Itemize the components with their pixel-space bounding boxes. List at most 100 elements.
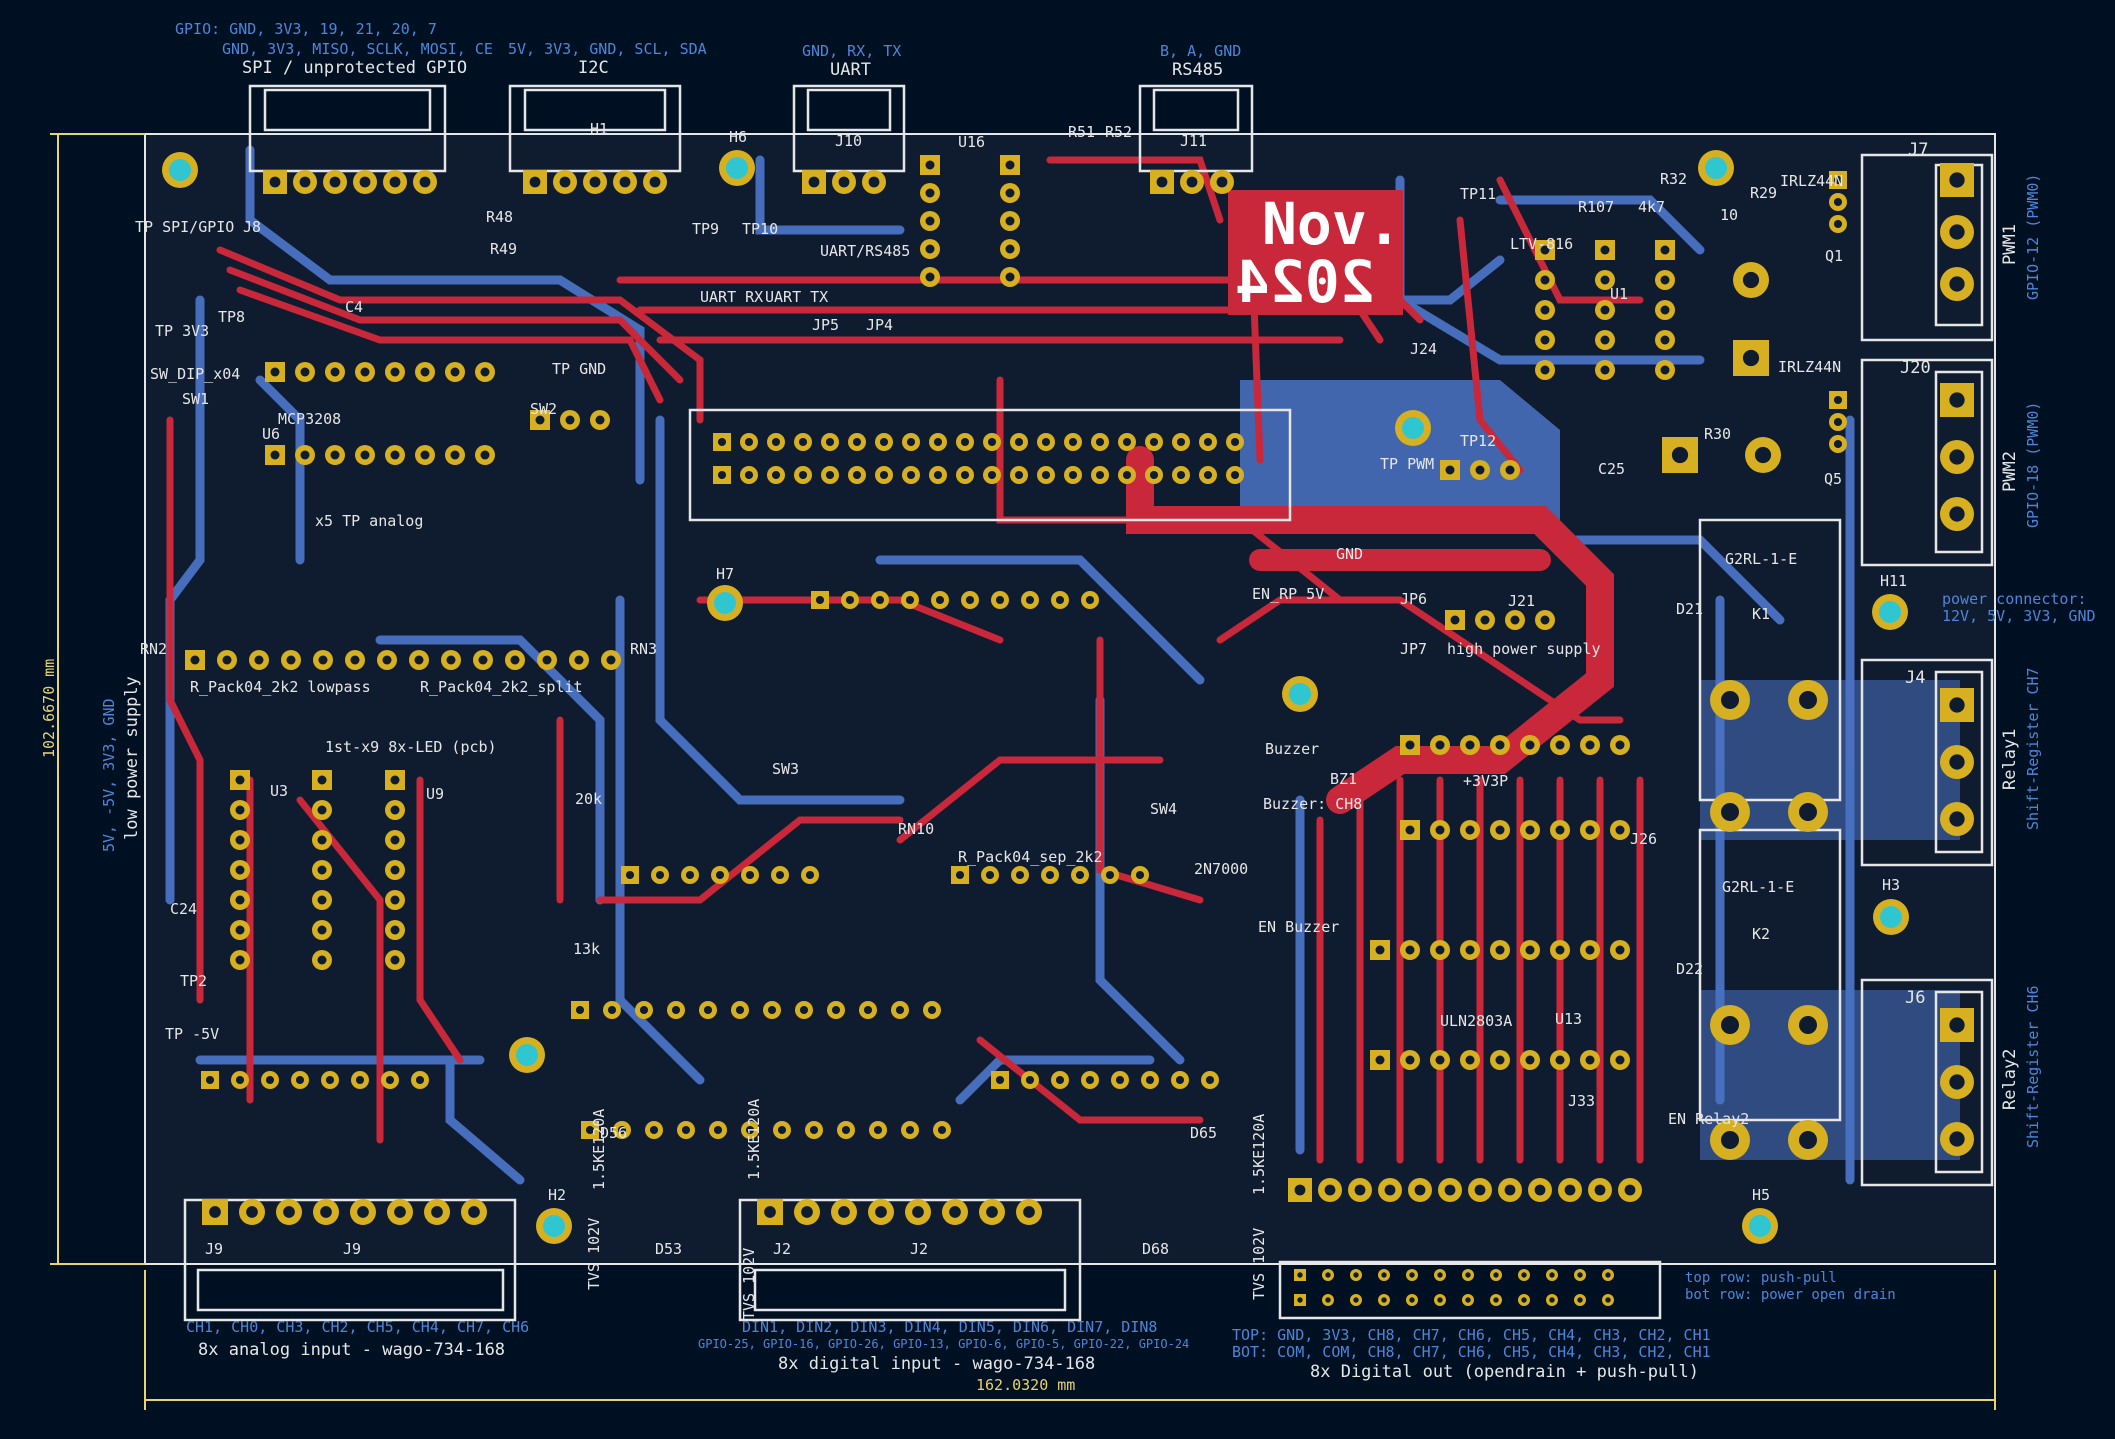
ref-j10: J10 xyxy=(835,132,863,150)
pad-drill xyxy=(529,176,541,188)
pad-drill xyxy=(838,1206,850,1218)
pad-drill xyxy=(809,1125,819,1135)
ref-en-buzzer: EN Buzzer xyxy=(1258,918,1340,936)
ref-buzzer-ch: Buzzer: CH8 xyxy=(1263,795,1363,813)
pad-drill xyxy=(1450,615,1460,625)
pad-drill xyxy=(1540,245,1550,255)
i2c-pins: 5V, 3V3, GND, SCL, SDA xyxy=(508,40,707,58)
pad-drill xyxy=(715,870,725,880)
pad-drill xyxy=(1949,754,1965,770)
pad-drill xyxy=(390,835,400,845)
pad-drill xyxy=(320,1206,332,1218)
ref-rn2: RN2 xyxy=(140,640,168,658)
pad-drill xyxy=(1525,945,1535,955)
pad-drill xyxy=(1615,1055,1625,1065)
pad-drill xyxy=(735,1005,745,1015)
bottom-copper-zone xyxy=(1240,380,1560,520)
pad-drill xyxy=(575,1005,585,1015)
pad-drill xyxy=(863,1005,873,1015)
ref-j20: J20 xyxy=(1900,358,1931,378)
pad-drill xyxy=(299,176,311,188)
pad-drill xyxy=(1041,470,1051,480)
pad-drill xyxy=(1005,216,1015,226)
ref-c4: C4 xyxy=(345,298,364,316)
ref-tp-pwm: TP PWM xyxy=(1380,455,1435,473)
pad-drill xyxy=(1294,1184,1306,1196)
pad-drill xyxy=(1540,365,1550,375)
i2c-name: I2C xyxy=(578,58,609,78)
spi-pins-bottom: GND, 3V3, MISO, SCLK, MOSI, CE xyxy=(222,40,493,58)
digital-out-row-top: top row: push-pull xyxy=(1685,1270,1837,1286)
pad-drill xyxy=(1600,305,1610,315)
ref-j9-a: J9 xyxy=(205,1240,224,1258)
pad-drill xyxy=(1135,870,1145,880)
pad-drill xyxy=(825,470,835,480)
pad-drill xyxy=(831,1005,841,1015)
pad-drill xyxy=(1122,470,1132,480)
pad-drill xyxy=(1555,1055,1565,1065)
ref-tp-spi: TP SPI/GPIO xyxy=(135,218,235,236)
pad-drill xyxy=(965,595,975,605)
pad-drill xyxy=(574,655,584,665)
pad-drill xyxy=(1075,870,1085,880)
pad-drill xyxy=(1949,449,1965,465)
pad-drill xyxy=(808,176,820,188)
pad-drill xyxy=(1435,825,1445,835)
pad-drill xyxy=(209,1206,221,1218)
pad-drill xyxy=(1495,740,1505,750)
pad-drill xyxy=(925,216,935,226)
pad-drill xyxy=(995,595,1005,605)
pad-drill xyxy=(1465,1055,1475,1065)
pad-drill xyxy=(235,775,245,785)
ref-tp10: TP10 xyxy=(742,220,779,238)
pwm2-name: PWM2 xyxy=(2000,451,2020,492)
pad-drill xyxy=(1549,1297,1555,1303)
pad-drill xyxy=(1437,1272,1443,1278)
pad-drill xyxy=(1754,446,1772,464)
pad-drill xyxy=(1949,276,1965,292)
pad-drill xyxy=(744,437,754,447)
ref-tp11: TP11 xyxy=(1460,185,1497,203)
ref-en-relay2: EN Relay2 xyxy=(1668,1110,1750,1128)
pad-drill xyxy=(190,655,200,665)
ref-jp5: JP5 xyxy=(812,316,840,334)
ref-j21: J21 xyxy=(1508,592,1536,610)
ref-r30: R30 xyxy=(1704,425,1732,443)
pad-drill xyxy=(1555,825,1565,835)
pad-drill xyxy=(1833,219,1843,229)
pad-drill xyxy=(1949,506,1965,522)
low-power-name: low power supply xyxy=(122,676,142,840)
ref-c24: C24 xyxy=(170,900,198,918)
pad-drill xyxy=(1525,1055,1535,1065)
ref-r48: R48 xyxy=(486,208,514,226)
pad-drill xyxy=(606,655,616,665)
ref-j33: J33 xyxy=(1568,1092,1596,1110)
pad-drill xyxy=(955,870,965,880)
pad-drill xyxy=(1085,595,1095,605)
pad-drill xyxy=(478,655,488,665)
pad-drill xyxy=(317,775,327,785)
pad-drill xyxy=(265,1075,275,1085)
pad-drill xyxy=(295,1075,305,1085)
pad-drill xyxy=(1949,392,1965,408)
pad-drill xyxy=(995,1075,1005,1085)
pad-drill xyxy=(390,367,400,377)
date-stamp-bg xyxy=(1228,190,1403,315)
pwm1-gpio: GPIO-12 (PWM0) xyxy=(2024,173,2042,300)
pad-drill xyxy=(986,1206,998,1218)
pad-drill xyxy=(1594,1184,1606,1196)
ref-uart-tx: UART TX xyxy=(765,288,829,306)
pad-drill xyxy=(1660,245,1670,255)
pad-drill xyxy=(745,870,755,880)
pad-drill xyxy=(685,870,695,880)
pad-drill xyxy=(300,367,310,377)
pad-drill xyxy=(1585,825,1595,835)
digital-out-row-bottom: bot row: power open drain xyxy=(1685,1287,1896,1303)
pad-drill xyxy=(1353,1272,1359,1278)
pad-drill xyxy=(1465,825,1475,835)
pad-drill xyxy=(1600,245,1610,255)
pad-drill xyxy=(1149,437,1159,447)
pad-drill xyxy=(235,955,245,965)
relay1-sub: Shift-Register CH7 xyxy=(2024,667,2042,830)
pad-drill xyxy=(868,176,880,188)
